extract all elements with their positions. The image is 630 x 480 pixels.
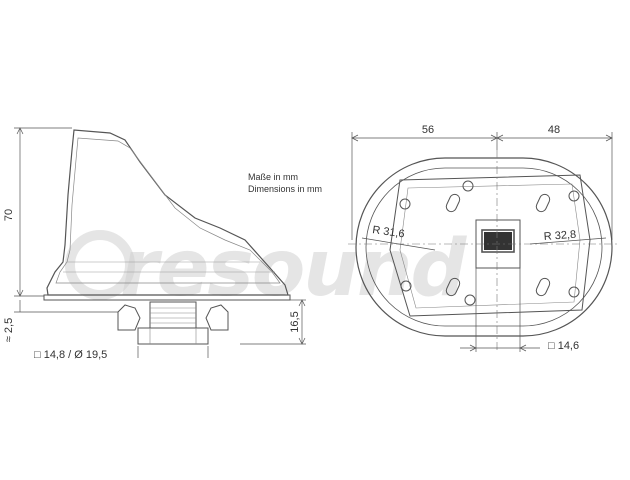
slot <box>535 277 551 297</box>
width-right-label: 48 <box>548 124 560 136</box>
antenna-bottom-view <box>348 150 620 350</box>
radius-leaders <box>361 237 607 251</box>
height-label: 70 <box>3 209 15 221</box>
screw-icon <box>462 180 474 192</box>
radius-left-label: R 31,6 <box>372 224 406 240</box>
gasket-inner <box>399 183 581 309</box>
thread-label: □ 14,8 / Ø 19,5 <box>34 349 107 361</box>
screw-icon <box>464 294 476 306</box>
width-left-label: 56 <box>422 124 434 136</box>
slot <box>535 193 551 213</box>
gap-label: ≈ 2,5 <box>3 318 15 342</box>
dim-height-arrows <box>16 127 24 297</box>
base-height-label: 16,5 <box>289 311 301 332</box>
slot <box>445 277 461 297</box>
gasket-plate <box>389 174 591 317</box>
radius-right-leader <box>529 237 607 245</box>
square-label: □ 14,6 <box>548 340 579 352</box>
nut <box>137 327 209 345</box>
units-note-de: Maße in mm <box>248 172 298 182</box>
units-note-en: Dimensions in mm <box>248 184 322 194</box>
fin-outline <box>46 129 289 296</box>
width-dimensions <box>351 132 613 352</box>
connector-port <box>481 229 515 253</box>
antenna-side-view <box>43 129 291 345</box>
screw-icon <box>568 190 580 202</box>
nut-facets <box>149 328 197 344</box>
thread-lines <box>150 307 196 324</box>
clip-right <box>205 304 229 331</box>
dim-base-arrows <box>298 299 306 345</box>
screw-icon <box>568 286 580 298</box>
connector-port-fill <box>484 232 512 250</box>
watermark-text: resound <box>120 224 467 314</box>
screw-icon <box>400 280 412 292</box>
outer-shell <box>355 157 613 337</box>
clip-left <box>117 304 141 331</box>
side-dimensions <box>14 127 306 358</box>
radius-left-leader <box>361 237 436 251</box>
screw-icon <box>399 198 411 210</box>
dim-width-arrows <box>351 134 613 142</box>
dim-square-arrows <box>469 344 527 352</box>
radius-right-label: R 32,8 <box>543 229 576 243</box>
base-plate <box>43 294 291 301</box>
slot <box>445 193 461 213</box>
inner-shell <box>365 167 603 327</box>
